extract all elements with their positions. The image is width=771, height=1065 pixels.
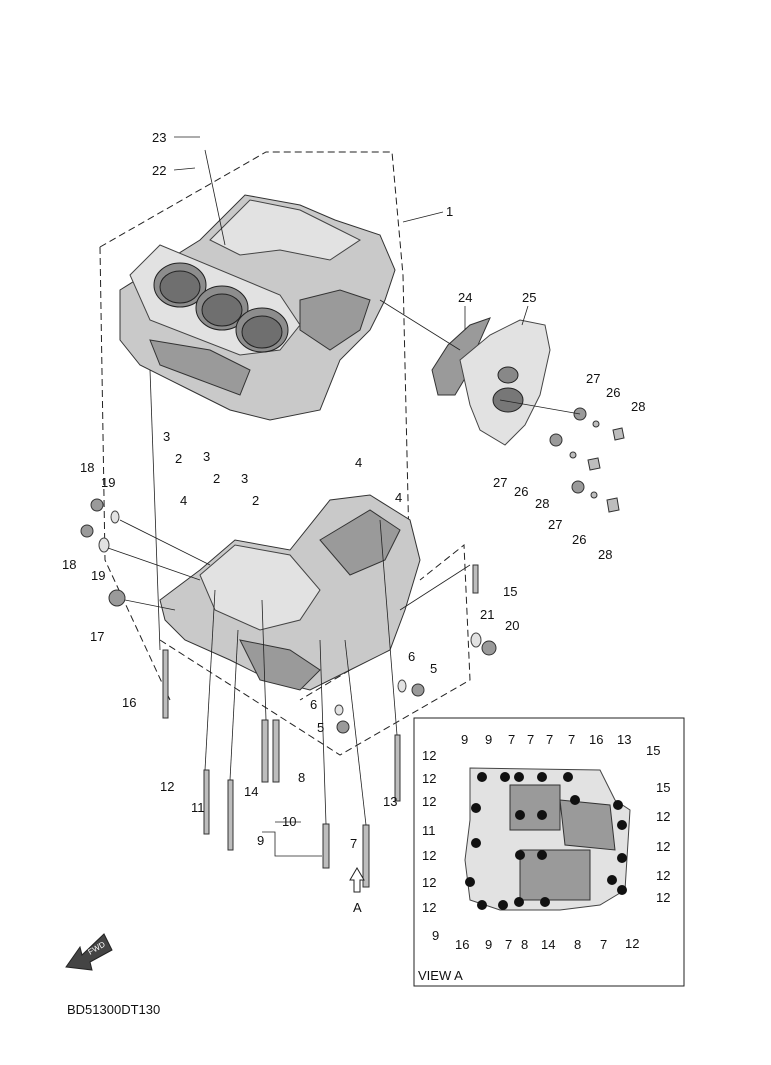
callout: 12 [656,890,670,905]
callout: 22 [152,163,166,178]
upper-case-dashed-boundary [99,151,411,701]
callout: 2 [175,451,182,466]
callout: 4 [180,493,187,508]
callout: 27 [586,371,600,386]
callout: 3 [241,471,248,486]
callout: 9 [461,732,468,747]
callout: 23 [152,130,166,145]
plugs-left [80,498,211,611]
callout: 20 [505,618,519,633]
callout: 26 [606,385,620,400]
callout: 14 [541,937,555,952]
callout: 12 [422,875,436,890]
callout: 7 [508,732,515,747]
callout: 9 [432,928,439,943]
fwd-arrow-icon: FWD [65,933,113,971]
callout: 6 [310,697,317,712]
callout: 12 [656,809,670,824]
callout: 28 [535,496,549,511]
callout: 12 [160,779,174,794]
callout: 25 [522,290,536,305]
callout: 11 [422,823,436,838]
alignment-lines [149,149,581,826]
callout: 13 [383,794,397,809]
plugs-right [334,564,497,734]
callout: 3 [163,429,170,444]
long-bolts [162,649,401,888]
callout: 6 [408,649,415,664]
callout: 9 [485,732,492,747]
callout: 12 [422,900,436,915]
callout: 17 [90,629,104,644]
callout: 19 [101,475,115,490]
callout: 24 [458,290,472,305]
callout: 4 [355,455,362,470]
callout: 12 [422,771,436,786]
callout: 12 [422,748,436,763]
callout: 7 [568,732,575,747]
callout: 28 [598,547,612,562]
callout: 15 [646,743,660,758]
lower-case-dashed-boundary [159,543,471,756]
diagram-code: BD51300DT130 [67,1002,161,1017]
upper-case-dashed-boundary-left [99,246,171,701]
callout: 14 [244,784,258,799]
callout: 3 [203,449,210,464]
callout: 7 [600,937,607,952]
callout: 12 [422,848,436,863]
callout: 15 [656,780,670,795]
callout: 1 [446,204,453,219]
callout: 12 [422,794,436,809]
callout: 2 [213,471,220,486]
callout: 16 [589,732,603,747]
callout: 12 [656,868,670,883]
callout: 26 [514,484,528,499]
callout: 27 [493,475,507,490]
callout: 13 [617,732,631,747]
callout: 8 [574,937,581,952]
callouts-main: 23 22 1 24 25 27 26 28 3 2 3 2 3 2 4 27 … [62,130,645,915]
callout: 27 [548,517,562,532]
view-a-case [464,767,631,911]
callout: 8 [298,770,305,785]
callouts-view-a: 9 9 7 7 7 7 16 13 12 12 15 12 15 12 11 1… [418,732,670,983]
cover-25 [459,319,551,446]
callout: 2 [252,493,259,508]
callout: 26 [572,532,586,547]
callout: 7 [527,732,534,747]
view-a-title: VIEW A [418,968,463,983]
callout: 5 [317,720,324,735]
view-a-arrow [349,867,365,893]
lower-crankcase [159,494,421,691]
callout: 16 [122,695,136,710]
callout: 18 [80,460,94,475]
callout: 8 [521,937,528,952]
callout: 15 [503,584,517,599]
callout: 19 [91,568,105,583]
callout: 11 [191,800,205,815]
callout: 5 [430,661,437,676]
callout: 12 [656,839,670,854]
callout: 18 [62,557,76,572]
callout: 7 [505,937,512,952]
callout: 16 [455,937,469,952]
callout-leaders [173,136,529,857]
plugs-27-26-28 [549,407,625,513]
callout: 21 [480,607,494,622]
callout: 4 [395,490,402,505]
callout: 9 [485,937,492,952]
view-a-arrow-label: A [353,900,362,915]
view-a-bolt-holes [465,772,627,910]
callout: 10 [282,814,296,829]
cylinder-bores [129,244,301,356]
callout: 28 [631,399,645,414]
callout: 7 [350,836,357,851]
callout: 12 [625,936,639,951]
callout: 7 [546,732,553,747]
callout: 9 [257,833,264,848]
